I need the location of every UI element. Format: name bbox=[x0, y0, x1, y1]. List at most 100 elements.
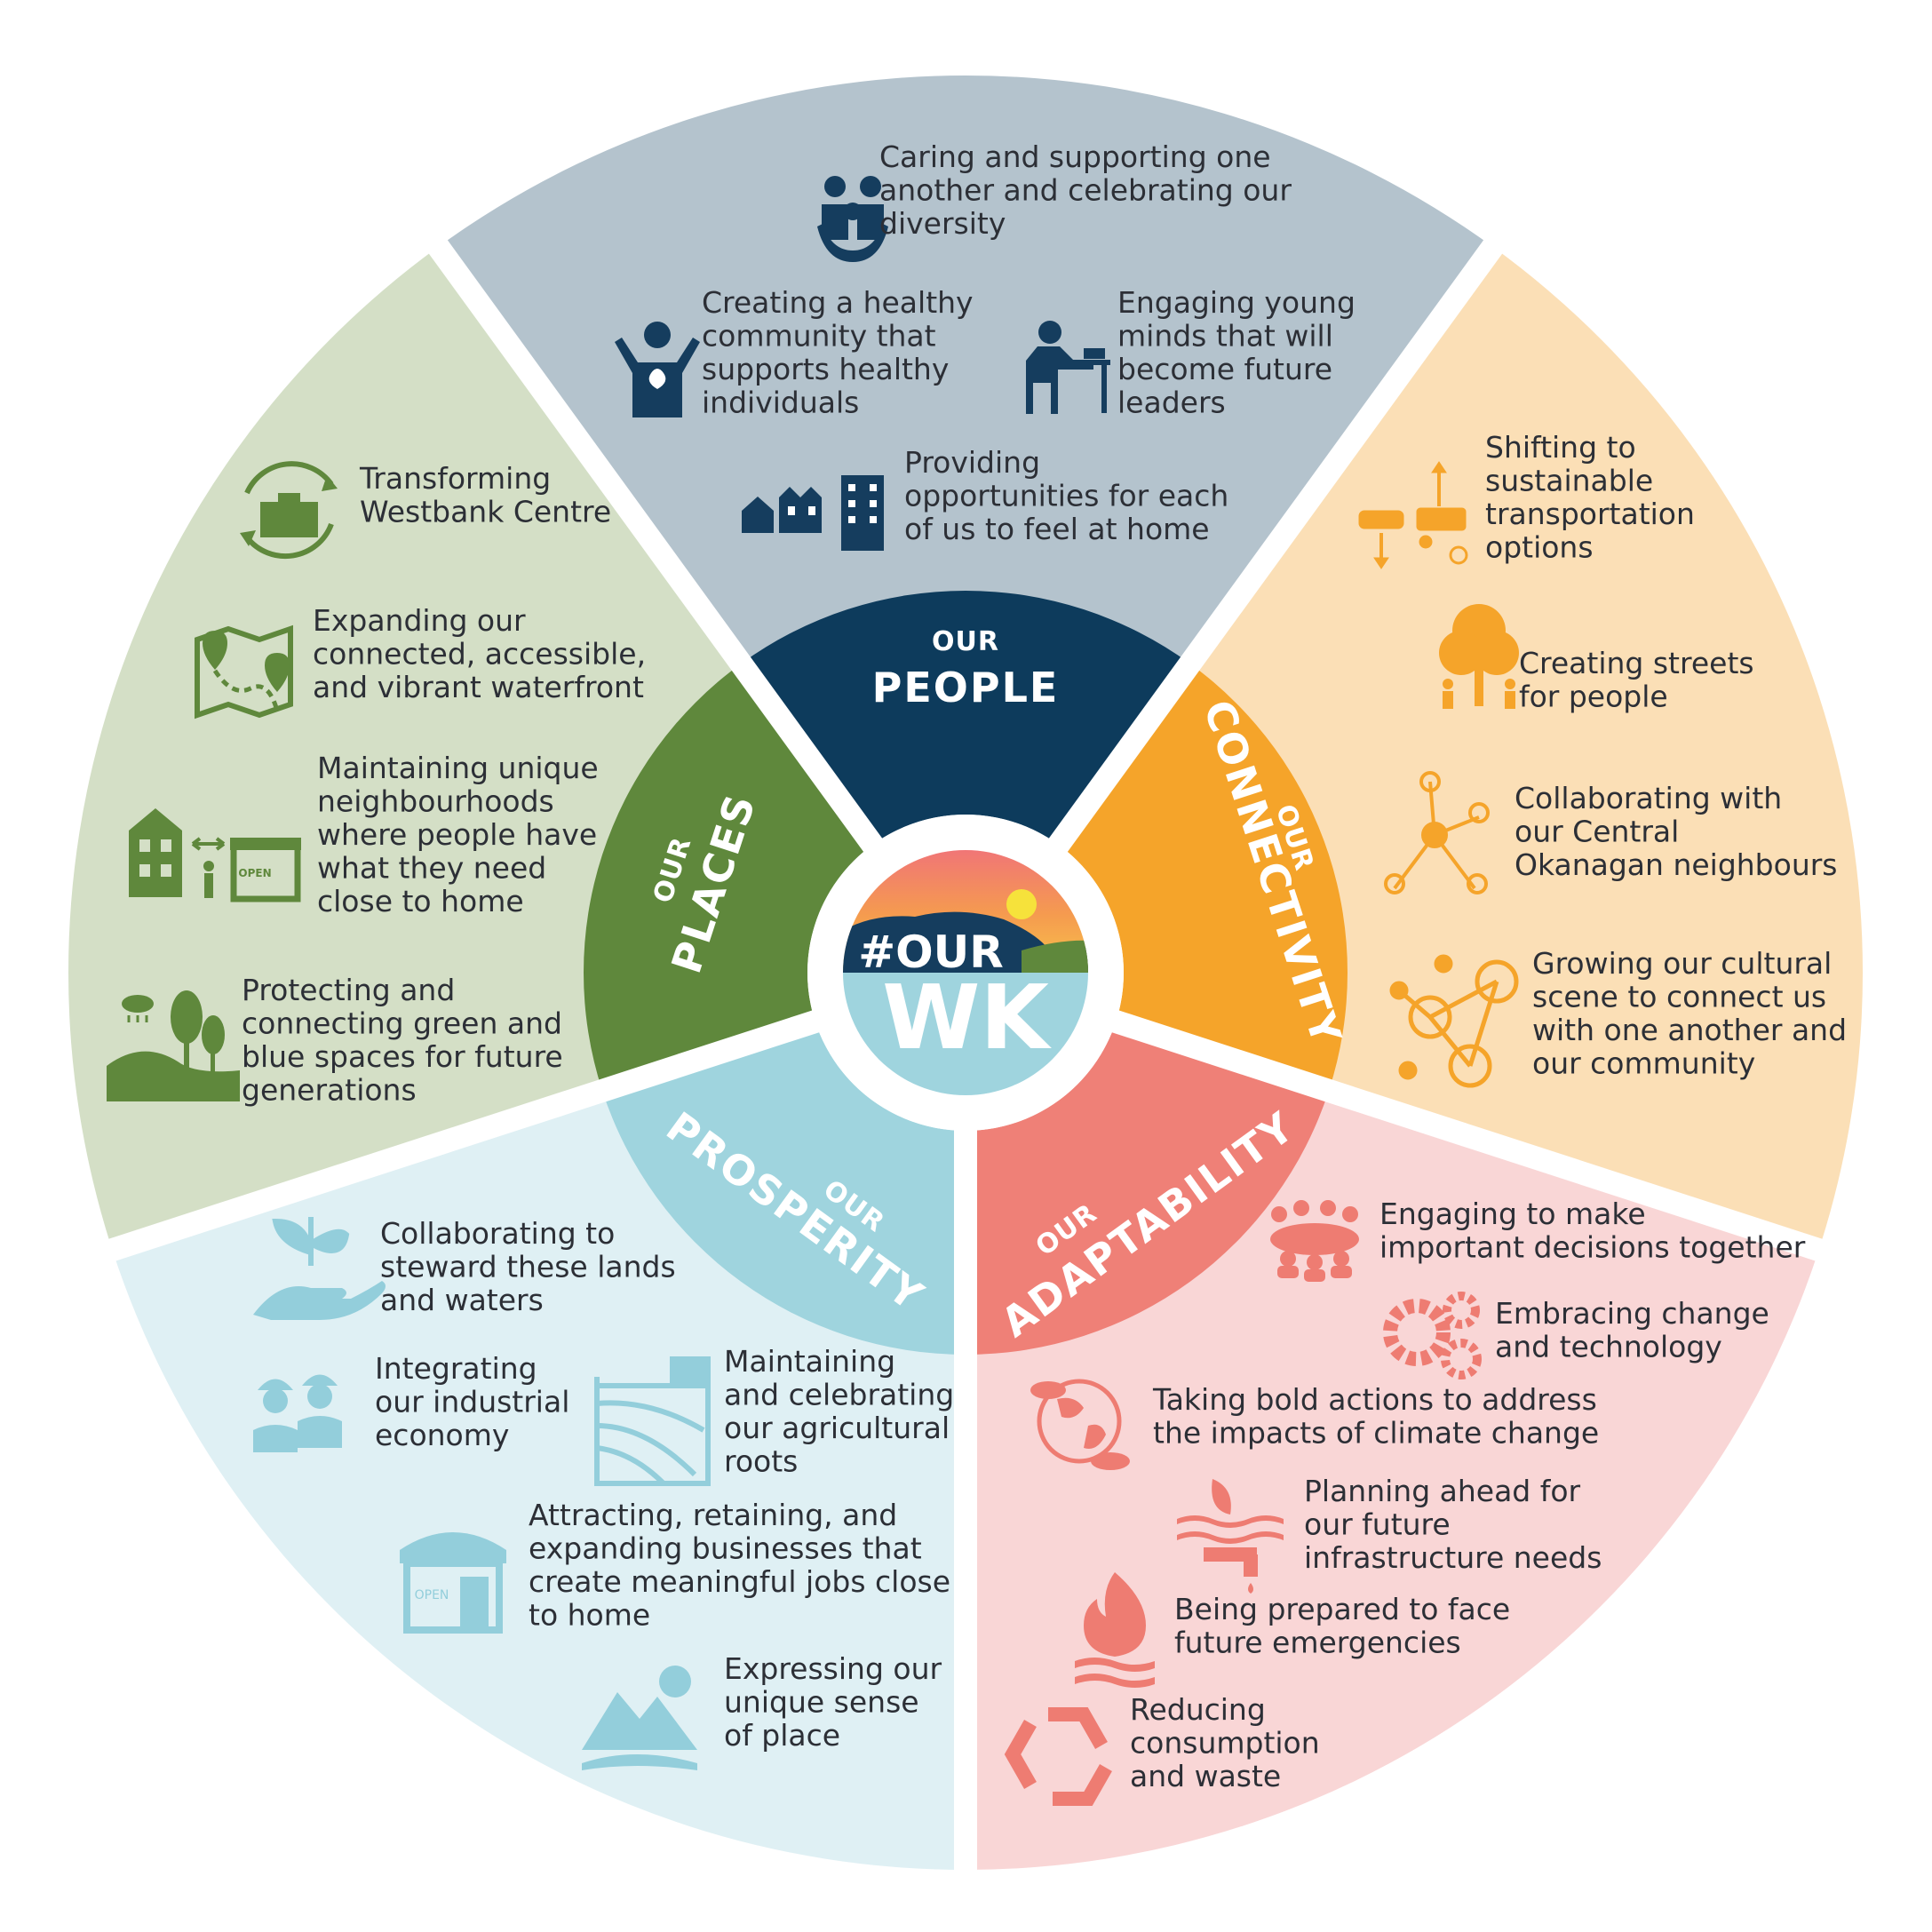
item-line: create meaningful jobs close bbox=[529, 1564, 950, 1599]
prosperity-hub-segment bbox=[602, 1022, 966, 1355]
item-line: our industrial bbox=[375, 1385, 569, 1419]
item-line: important decisions together bbox=[1379, 1230, 1806, 1265]
workers-icon bbox=[253, 1374, 342, 1452]
item-line: infrastructure needs bbox=[1304, 1540, 1602, 1575]
climate-globe-icon bbox=[1030, 1379, 1130, 1470]
item-line: community that bbox=[702, 319, 936, 354]
student-desk-icon bbox=[1026, 321, 1110, 414]
mountains-icon bbox=[582, 1666, 697, 1770]
item-line: Integrating bbox=[375, 1351, 537, 1386]
housing-icon bbox=[742, 475, 884, 551]
item-line: expanding businesses that bbox=[529, 1531, 922, 1566]
item-line: and waters bbox=[380, 1283, 544, 1317]
item-line: Growing our cultural bbox=[1532, 946, 1832, 981]
connectivity-hub-segment bbox=[1058, 664, 1348, 1091]
fire-icon bbox=[1075, 1572, 1155, 1688]
item-line: Engaging young bbox=[1117, 285, 1356, 320]
storefront-icon: OPEN bbox=[400, 1532, 506, 1634]
neighbourhood-icon: OPEN bbox=[129, 808, 301, 902]
people-hub-segment bbox=[741, 590, 1190, 845]
transportation-icon bbox=[1358, 461, 1468, 569]
item-line: and vibrant waterfront bbox=[313, 670, 644, 704]
gears-icon bbox=[1383, 1292, 1482, 1379]
icons: OPEN OPEN bbox=[107, 176, 1519, 1806]
item-line: Creating a healthy bbox=[702, 285, 974, 320]
item-line: connected, accessible, bbox=[313, 637, 646, 672]
item-line: Caring and supporting one bbox=[879, 139, 1271, 174]
hand-plant-icon bbox=[253, 1217, 386, 1320]
item-line: opportunities for each bbox=[904, 479, 1228, 513]
green-spaces-icon bbox=[107, 990, 240, 1101]
item-line: individuals bbox=[702, 386, 859, 420]
adaptability-hub-segment bbox=[966, 1022, 1329, 1355]
our-wk-logo: #OUR WK bbox=[807, 815, 1124, 1131]
item-line: Expressing our bbox=[724, 1651, 942, 1686]
healthy-person-icon bbox=[615, 322, 700, 417]
item-line: Providing bbox=[904, 445, 1040, 480]
item-line: blue spaces for future bbox=[242, 1039, 563, 1074]
item-line: scene to connect us bbox=[1532, 980, 1826, 1014]
item-line: steward these lands bbox=[380, 1250, 676, 1284]
item-line: Maintaining bbox=[724, 1344, 895, 1379]
item-line: Attracting, retaining, and bbox=[529, 1498, 897, 1532]
item-line: to home bbox=[529, 1598, 650, 1633]
item-line: Taking bold actions to address bbox=[1152, 1382, 1597, 1417]
item-line: and waste bbox=[1130, 1759, 1281, 1793]
item-line: Okanagan neighbours bbox=[1515, 847, 1838, 882]
places-hub-segment bbox=[584, 664, 873, 1091]
item-line: supports healthy bbox=[702, 352, 949, 386]
item-line: consumption bbox=[1130, 1726, 1320, 1761]
people-label-big: PEOPLE bbox=[872, 664, 1060, 712]
sector-dividers bbox=[99, 233, 1832, 1879]
item-line: of place bbox=[724, 1718, 840, 1753]
item-line: Shifting to bbox=[1485, 430, 1636, 465]
inner-ring bbox=[584, 590, 1348, 1355]
item-line: our agricultural bbox=[724, 1411, 950, 1445]
item-line: leaders bbox=[1117, 386, 1226, 420]
recycle-icon bbox=[1004, 1707, 1112, 1806]
item-line: our future bbox=[1304, 1507, 1451, 1542]
item-line: diversity bbox=[879, 206, 1006, 241]
item-line: Planning ahead for bbox=[1304, 1474, 1581, 1508]
people-label-small: OUR bbox=[932, 626, 999, 657]
item-line: connecting green and bbox=[242, 1006, 562, 1041]
item-line: become future bbox=[1117, 352, 1332, 386]
places-sector bbox=[68, 246, 747, 1251]
tree-people-icon bbox=[1439, 604, 1519, 709]
item-line: transportation bbox=[1485, 497, 1695, 531]
infrastructure-pipe-icon bbox=[1177, 1479, 1284, 1594]
item-line: with one another and bbox=[1532, 1013, 1847, 1047]
open-sign-icon: OPEN bbox=[238, 867, 271, 879]
network-pins-icon bbox=[1384, 771, 1490, 894]
item-line: the impacts of climate change bbox=[1153, 1416, 1599, 1451]
waterfront-map-icon bbox=[195, 624, 293, 720]
sector-divider bbox=[423, 233, 885, 855]
item-line: Expanding our bbox=[313, 603, 526, 638]
connectivity-sector bbox=[1184, 246, 1863, 1251]
item-line: another and celebrating our bbox=[879, 173, 1292, 208]
item-line: unique sense bbox=[724, 1685, 919, 1720]
item-line: for people bbox=[1519, 680, 1668, 714]
item-line: Transforming bbox=[359, 461, 551, 496]
item-line: where people have bbox=[317, 817, 597, 852]
item-line: economy bbox=[375, 1418, 509, 1452]
item-line: close to home bbox=[317, 884, 524, 918]
sun-icon bbox=[1006, 889, 1037, 919]
sector-divider bbox=[1108, 1009, 1832, 1264]
